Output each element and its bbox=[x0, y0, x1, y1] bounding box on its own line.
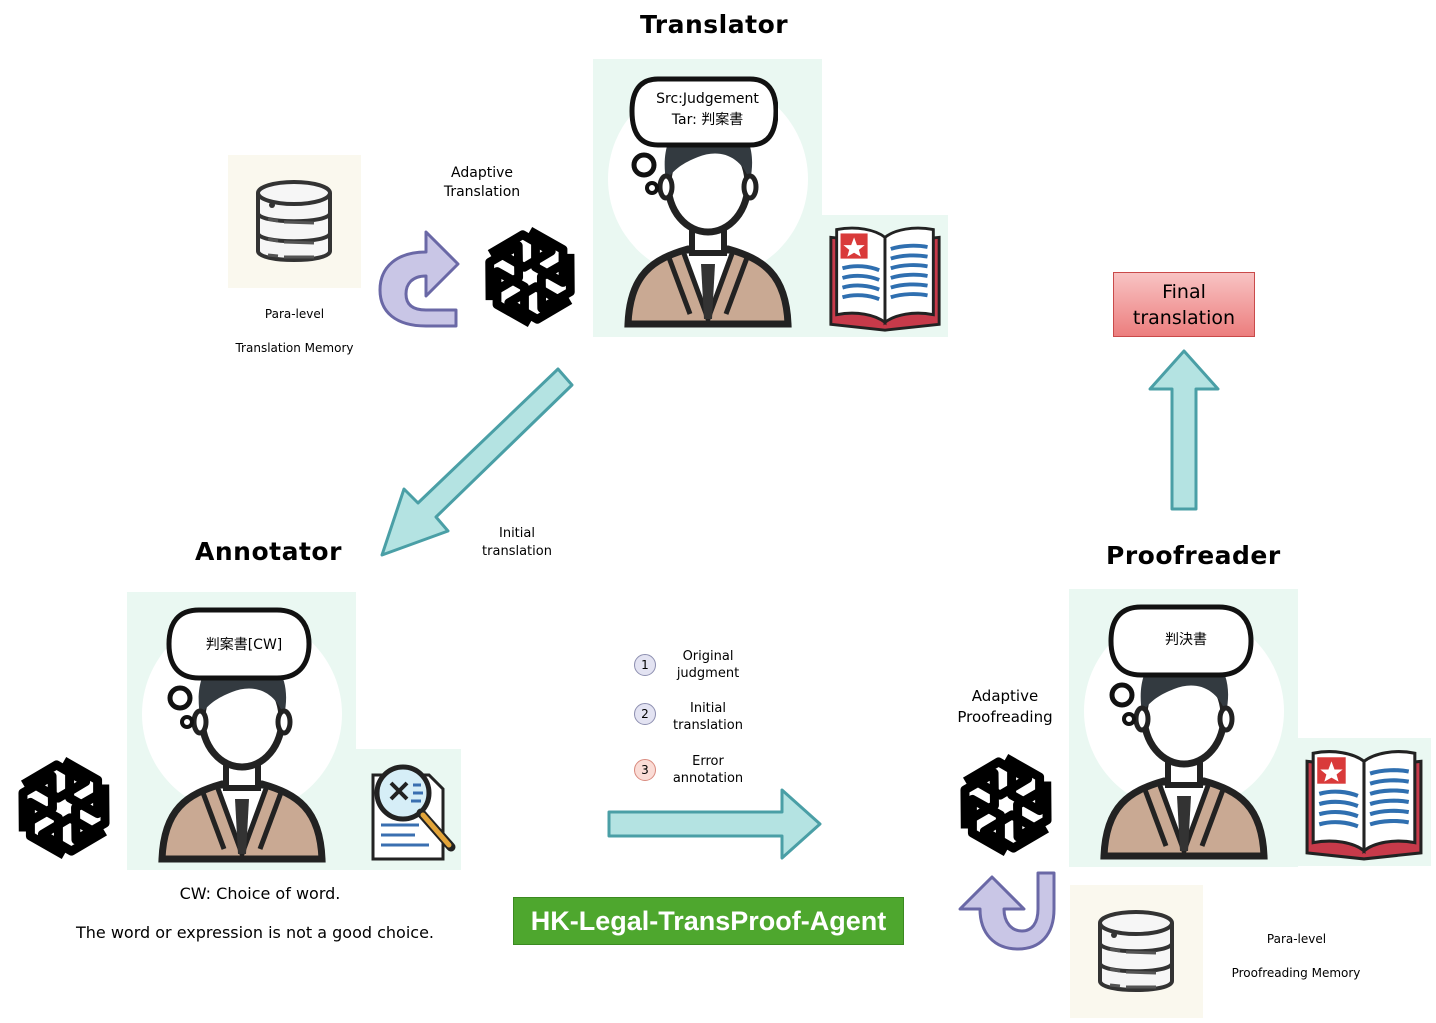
proofreader-bubble-text: 判決書 bbox=[1165, 632, 1207, 648]
input-label-1-line2: judgment bbox=[676, 666, 740, 681]
translation-memory-label-1: Para-level bbox=[264, 307, 325, 321]
document-search-panel bbox=[356, 749, 461, 870]
initial-translation-line1: Initial bbox=[499, 526, 535, 541]
bubble-src: Src:Judgement bbox=[656, 91, 759, 107]
input-label-3-line2: annotation bbox=[672, 771, 744, 786]
curved-arrow-icon bbox=[378, 230, 460, 328]
input-label-2-line2: translation bbox=[673, 718, 743, 733]
adaptive-proofreading-line1: Adaptive bbox=[971, 687, 1039, 705]
bubble-tar: Tar: 判案書 bbox=[671, 112, 744, 128]
proofreading-memory-label-2: Proofreading Memory bbox=[1231, 966, 1361, 980]
initial-translation-label: Initial translation bbox=[470, 525, 564, 561]
law-book-panel bbox=[822, 215, 948, 337]
adaptive-translation-line1: Adaptive bbox=[451, 165, 513, 181]
input-label-2-line1: Initial bbox=[690, 701, 726, 716]
diagonal-arrow-icon bbox=[380, 367, 574, 557]
input-label-3: Error annotation bbox=[660, 753, 756, 787]
system-title: HK-Legal-TransProof-Agent bbox=[513, 897, 904, 945]
final-translation-line2: translation bbox=[1132, 307, 1236, 329]
translator-bubble-text: Src:Judgement Tar: 判案書 bbox=[645, 89, 770, 131]
input-number-3: 3 bbox=[634, 759, 656, 781]
input-label-3-line1: Error bbox=[692, 754, 724, 769]
translation-memory-label-2: Translation Memory bbox=[235, 341, 354, 355]
translator-panel: Src:Judgement Tar: 判案書 bbox=[593, 59, 822, 337]
cw-definition: CW: Choice of word. bbox=[179, 884, 341, 903]
adaptive-translation-line2: Translation bbox=[443, 184, 521, 200]
speech-bubble-icon bbox=[166, 607, 312, 729]
input-label-2: Initial translation bbox=[660, 700, 756, 734]
speech-bubble-icon bbox=[629, 76, 778, 195]
speech-bubble-icon bbox=[1108, 604, 1254, 726]
proofreader-title: Proofreader bbox=[1106, 541, 1281, 570]
adaptive-translation-label: Adaptive Translation bbox=[420, 164, 544, 202]
law-book-icon bbox=[1303, 741, 1425, 863]
openai-logo-icon bbox=[950, 749, 1062, 861]
adaptive-proofreading-label: Adaptive Proofreading bbox=[940, 686, 1070, 728]
law-book-icon bbox=[827, 218, 943, 334]
proofreader-panel: 判決書 bbox=[1069, 589, 1298, 867]
final-translation-line1: Final bbox=[1162, 281, 1206, 303]
adaptive-proofreading-line2: Proofreading bbox=[957, 708, 1053, 726]
law-book-panel bbox=[1298, 738, 1431, 866]
right-arrow-icon bbox=[607, 788, 822, 860]
translation-memory-panel bbox=[228, 155, 361, 288]
input-number-1: 1 bbox=[634, 654, 656, 676]
proofreading-memory-label-1: Para-level bbox=[1266, 932, 1327, 946]
curved-arrow-icon bbox=[958, 871, 1056, 951]
initial-translation-line2: translation bbox=[482, 544, 552, 559]
database-icon bbox=[1086, 901, 1186, 1001]
input-number-2: 2 bbox=[634, 703, 656, 725]
document-search-icon bbox=[371, 764, 456, 861]
cw-explanation: The word or expression is not a good cho… bbox=[75, 923, 435, 942]
openai-logo-icon bbox=[475, 222, 585, 332]
openai-logo-icon bbox=[8, 752, 120, 864]
translator-title: Translator bbox=[640, 10, 789, 39]
annotator-panel: 判案書[CW] bbox=[127, 592, 356, 870]
input-label-1: Original judgment bbox=[664, 648, 752, 682]
database-icon bbox=[244, 171, 344, 271]
up-arrow-icon bbox=[1148, 349, 1220, 511]
proofreading-memory-panel bbox=[1070, 885, 1203, 1018]
annotator-bubble-text: 判案書[CW] bbox=[205, 637, 283, 653]
annotator-title: Annotator bbox=[195, 537, 342, 566]
final-translation-box: Final translation bbox=[1113, 272, 1255, 337]
input-label-1-line1: Original bbox=[682, 649, 734, 664]
